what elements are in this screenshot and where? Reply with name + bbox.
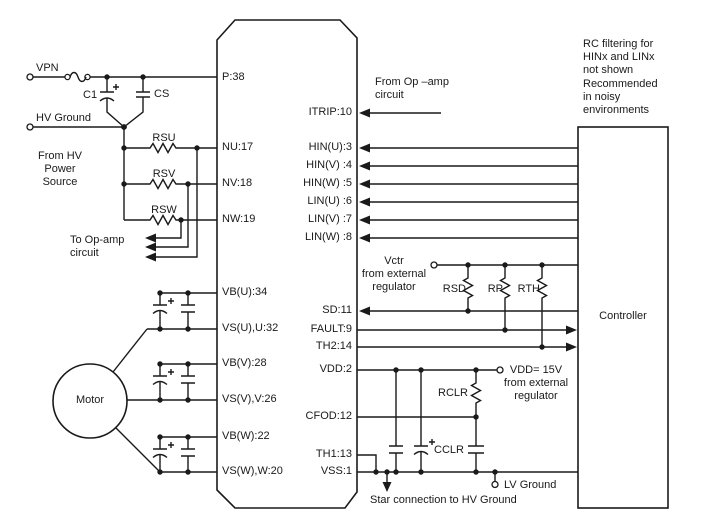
label-rp: RP	[487, 283, 503, 295]
capacitor-c1	[99, 77, 125, 128]
junction-dots	[104, 74, 545, 475]
vdd-decoupling-caps	[389, 370, 435, 472]
th1-wire	[357, 454, 377, 472]
label-controller: Controller	[599, 310, 647, 322]
pin-label-hinv: HIN(V) :4	[306, 159, 352, 171]
label-hv-ground: HV Ground	[36, 112, 92, 124]
label-rsu: RSU	[152, 132, 176, 144]
sd-wire	[359, 306, 578, 316]
resistor-rclr	[470, 370, 482, 417]
fuse-symbol	[64, 71, 91, 83]
bootstrap-caps-w	[152, 436, 217, 473]
vdd-terminal	[496, 366, 504, 374]
vpn-wire	[26, 73, 217, 81]
label-rc-note: RC filtering for HINx and LINx not shown…	[583, 38, 658, 117]
pin-label-vbv: VB(V):28	[222, 357, 267, 369]
label-cclr: CCLR	[434, 444, 464, 456]
pin-label-sd: SD:11	[322, 304, 352, 316]
pin-label-hinw: HIN(W) :5	[303, 177, 352, 189]
pin-label-nv: NV:18	[222, 177, 253, 189]
capacitor-cs	[123, 77, 150, 128]
label-star-connection: Star connection to HV Ground	[370, 494, 517, 506]
label-vdd-supply: VDD= 15V from external regulator	[503, 364, 569, 402]
pin-label-vdd: VDD:2	[319, 363, 352, 375]
label-rsv: RSV	[152, 168, 176, 180]
resistor-rp	[499, 265, 511, 330]
label-rth: RTH	[517, 283, 540, 295]
pin-label-th1: TH1:13	[315, 448, 352, 460]
fault-wire	[357, 325, 577, 335]
pin-label-vsu: VS(U),U:32	[222, 322, 279, 334]
pin-label-vbu: VB(U):34	[222, 286, 268, 298]
star-ground-arrow	[382, 472, 392, 492]
pin-label-linu: LIN(U) :6	[307, 195, 352, 207]
label-from-opamp: From Op –amp circuit	[375, 76, 449, 101]
th2-wire	[357, 342, 577, 352]
capacitor-cclr	[468, 417, 484, 472]
vpn-terminal	[26, 73, 34, 81]
hv-ground-wire	[26, 123, 125, 220]
resistor-rsu	[124, 142, 217, 154]
hin-lin-wires	[359, 143, 578, 243]
pin-label-linv: LIN(V) :7	[307, 213, 352, 225]
bootstrap-caps-u	[147, 292, 217, 330]
resistor-rsv	[124, 178, 217, 190]
bootstrap-caps-v	[152, 363, 217, 401]
controller-box	[577, 126, 669, 509]
pin-label-fault: FAULT:9	[310, 323, 352, 335]
label-vctr: Vctr from external regulator	[361, 255, 427, 293]
pin-label-linw: LIN(W) :8	[304, 231, 352, 243]
pin-label-nu: NU:17	[222, 141, 254, 153]
label-from-hv-source: From HV Power Source	[38, 150, 82, 188]
pin-label-hinu: HIN(U):3	[308, 141, 352, 153]
label-vpn: VPN	[36, 62, 59, 74]
pin-label-itrip: ITRIP:10	[308, 106, 352, 118]
itrip-wire	[359, 108, 441, 118]
label-rsw: RSW	[151, 204, 177, 216]
opamp-sense-arrows	[145, 148, 198, 262]
vdd-rail	[357, 366, 504, 374]
label-cs: CS	[154, 88, 170, 100]
hv-ground-terminal	[26, 123, 34, 131]
ic-outline	[216, 19, 358, 509]
label-rclr: RCLR	[438, 387, 468, 399]
motor-phase-wires	[112, 328, 161, 473]
pin-label-th2: TH2:14	[315, 340, 352, 352]
resistor-rth	[536, 265, 548, 347]
label-to-opamp: To Op-amp circuit	[70, 234, 125, 259]
pin-label-vsw: VS(W),W:20	[222, 465, 283, 477]
pin-label-vsv: VS(V),V:26	[222, 393, 277, 405]
label-motor: Motor	[75, 394, 105, 406]
pin-label-p: P:38	[222, 71, 245, 83]
label-rsd: RSD	[442, 283, 466, 295]
pin-label-nw: NW:19	[222, 213, 256, 225]
pin-label-vss: VSS:1	[320, 465, 352, 477]
resistor-rsw	[124, 214, 217, 226]
resistor-rsd	[462, 265, 474, 311]
pin-label-vbw: VB(W):22	[222, 430, 270, 442]
pin-label-cfod: CFOD:12	[305, 410, 352, 422]
label-lv-ground: LV Ground	[504, 479, 557, 491]
motor-circle	[52, 363, 128, 439]
label-c1: C1	[83, 89, 98, 101]
